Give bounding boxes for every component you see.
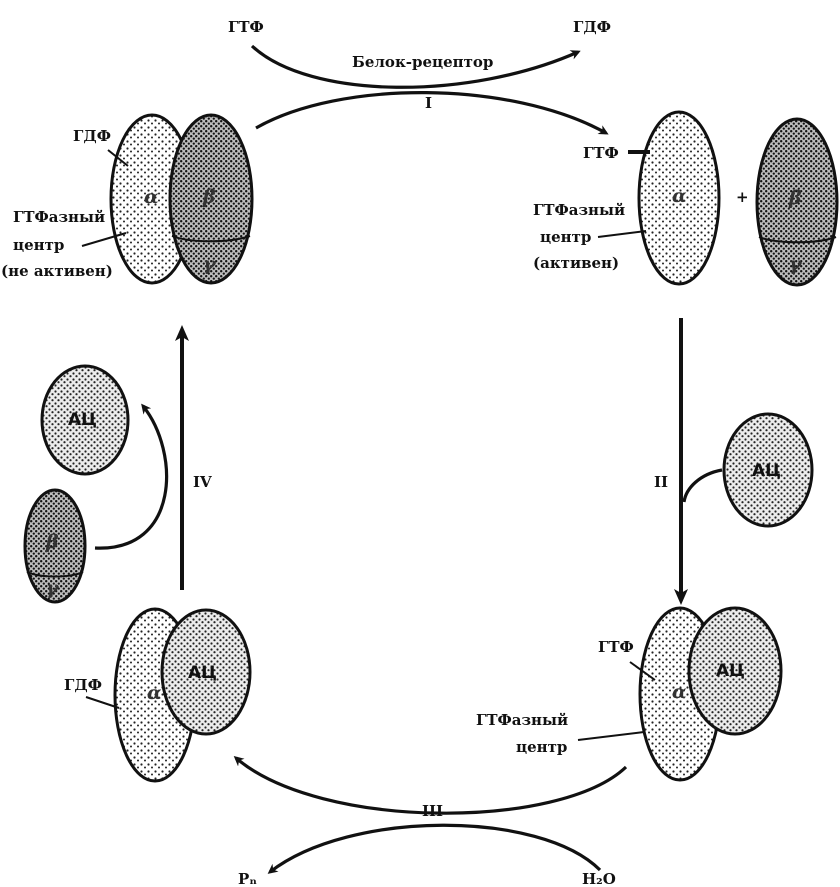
inactive-alpha-ac-complex: АЦ α ГДФ <box>64 607 252 783</box>
gtpase-center-label-line1: ГТФазный <box>476 711 568 729</box>
gamma-label: γ <box>789 253 803 275</box>
beta-label: β <box>202 186 216 208</box>
gdp-label: ГДФ <box>73 127 111 145</box>
alpha-subunit <box>637 110 721 286</box>
ac-label: АЦ <box>68 410 97 430</box>
active-alpha-and-beta-gamma: α ГТФ + β γ ГТФазный центр (активен) <box>533 110 839 287</box>
hydrolysis-arrow <box>233 756 628 815</box>
inactive-g-protein-complex: α β γ ГДФ ГТФазный центр (не активен) <box>1 113 254 285</box>
gtpase-pointer <box>577 731 645 741</box>
alpha-label: α <box>672 681 687 703</box>
gtpase-pointer <box>597 230 647 238</box>
step-one-label: I <box>425 94 432 112</box>
gtpase-center-label-line1: ГТФазный <box>533 201 625 219</box>
gtpase-center-label-line3: (активен) <box>533 254 619 272</box>
top-reaction: ГТФ ГДФ Белок-рецептор I <box>228 18 611 135</box>
step-four: IV АЦ β γ <box>23 325 212 604</box>
step-four-label: IV <box>193 473 212 491</box>
gtp-label: ГТФ <box>598 638 634 656</box>
activation-arrow <box>255 91 609 135</box>
gtpase-center-label-line3: (не активен) <box>1 262 113 280</box>
gtpase-center-label-line2: центр <box>13 236 64 254</box>
gtp-to-gdp-arrow <box>250 44 581 89</box>
adenylate-cyclase <box>722 412 814 528</box>
alpha-label: α <box>147 682 162 704</box>
ac-label: АЦ <box>188 663 217 683</box>
gtp-label: ГТФ <box>583 144 619 162</box>
receptor-label: Белок-рецептор <box>352 53 493 71</box>
gtp-input-label: ГТФ <box>228 18 264 36</box>
ac-label: АЦ <box>716 661 745 681</box>
gamma-divider <box>758 236 837 244</box>
gamma-label: γ <box>46 577 60 599</box>
gtpase-center-label-line2: центр <box>540 228 591 246</box>
adenylate-cyclase <box>160 608 252 736</box>
water-label: H₂O <box>582 870 616 887</box>
ac-label: АЦ <box>752 461 781 481</box>
gdp-pointer <box>107 149 129 167</box>
step-three-label: III <box>422 802 443 820</box>
gdp-output-label: ГДФ <box>573 18 611 36</box>
beta-label: β <box>45 531 59 553</box>
step-two-label: II <box>654 473 668 491</box>
active-alpha-ac-complex: АЦ α ГТФ ГТФазный центр <box>476 606 783 782</box>
gtpase-center-label-line2: центр <box>516 738 567 756</box>
gamma-divider <box>26 571 84 578</box>
gdp-pointer <box>85 696 120 709</box>
phosphate-release-arrow <box>267 823 602 874</box>
gamma-label: γ <box>203 253 217 275</box>
phosphate-label: Pₙ <box>238 870 257 887</box>
gtpase-pointer <box>81 232 127 247</box>
plus-sign: + <box>736 188 749 206</box>
step-two: II АЦ <box>654 318 814 605</box>
ac-join-curve <box>682 468 723 503</box>
beta-label: β <box>788 187 802 209</box>
beta-gamma-dimer <box>755 117 839 287</box>
gamma-divider <box>171 235 251 243</box>
release-curve <box>94 403 169 550</box>
alpha-label: α <box>672 185 687 207</box>
adenylate-cyclase <box>687 606 783 736</box>
beta-gamma-dimer <box>23 488 87 604</box>
bottom-reaction: III Pₙ H₂O <box>233 756 628 887</box>
alpha-label: α <box>144 186 159 208</box>
released-adenylate-cyclase <box>40 364 130 476</box>
gtpase-center-label-line1: ГТФазный <box>13 208 105 226</box>
gtp-pointer <box>629 661 656 681</box>
gdp-label: ГДФ <box>64 676 102 694</box>
